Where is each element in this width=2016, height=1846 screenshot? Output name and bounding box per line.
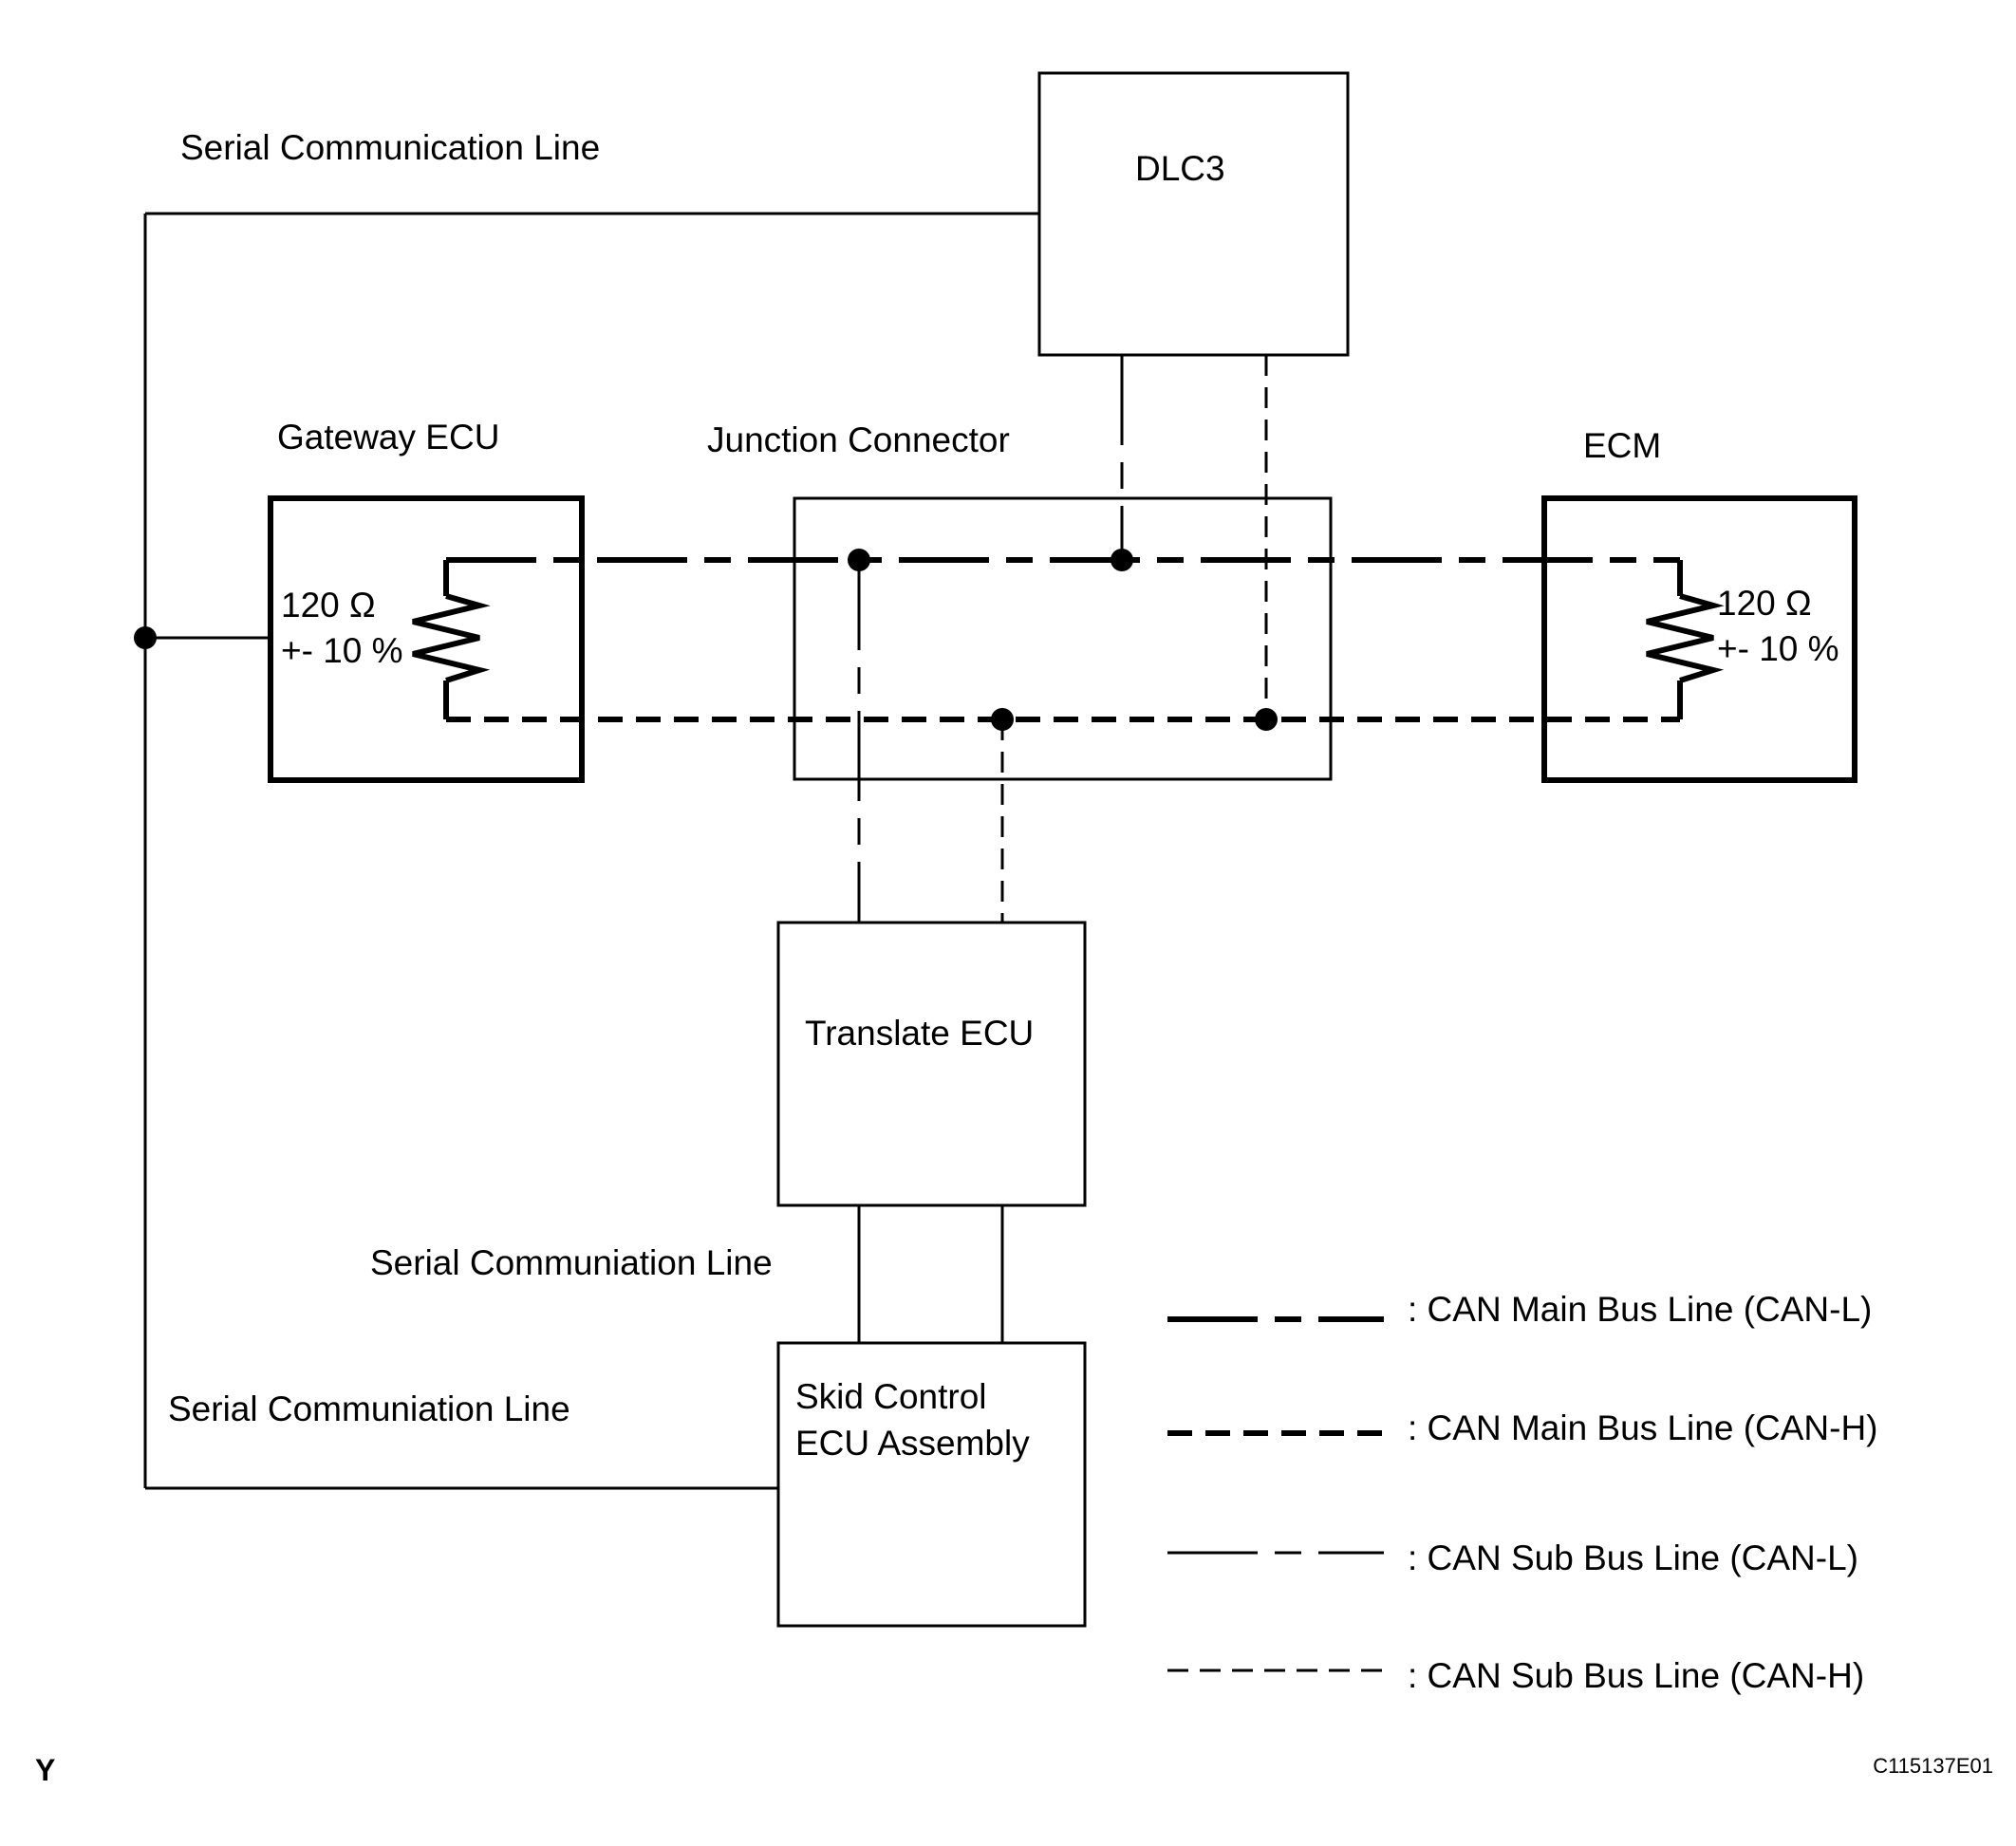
- ecm-resistor-symbol: [1646, 593, 1725, 683]
- junction-connector-label: Junction Connector: [707, 420, 1010, 459]
- serial-line-label-bottom: Serial Communiation Line: [168, 1389, 570, 1428]
- ecm-box: [1541, 495, 1857, 783]
- legend-label-sub-l: : CAN Sub Bus Line (CAN-L): [1408, 1538, 1858, 1577]
- junction-connector-box: [793, 496, 1333, 781]
- serial-communication-wiring: [143, 212, 1039, 1490]
- can-sub-bus-h: [1000, 355, 1268, 923]
- dlc3-label: DLC3: [1135, 149, 1225, 188]
- legend-item-main-l: : CAN Main Bus Line (CAN-L): [1167, 1290, 1872, 1329]
- serial-line-label-middle: Serial Communiation Line: [370, 1243, 773, 1282]
- serial-line-label-top: Serial Communication Line: [180, 128, 600, 167]
- translate-ecu-label: Translate ECU: [805, 1014, 1034, 1053]
- legend-label-main-l: : CAN Main Bus Line (CAN-L): [1408, 1290, 1872, 1329]
- skid-control-label-line2: ECU Assembly: [795, 1424, 1030, 1463]
- gateway-resistor-tolerance: +- 10 %: [281, 631, 403, 670]
- bus-junction-dots: [848, 549, 1278, 731]
- gateway-ecu-box: [268, 495, 585, 783]
- corner-mark-left: Y: [35, 1753, 55, 1787]
- can-sub-bus-l: [857, 355, 1124, 923]
- legend-item-main-h: : CAN Main Bus Line (CAN-H): [1167, 1408, 1878, 1447]
- legend: : CAN Main Bus Line (CAN-L) : CAN Main B…: [1167, 1290, 1878, 1695]
- ecm-resistor-value: 120 Ω: [1717, 584, 1812, 623]
- dlc3-box: [1037, 71, 1350, 357]
- gateway-resistor-value: 120 Ω: [281, 586, 376, 625]
- legend-label-sub-h: : CAN Sub Bus Line (CAN-H): [1408, 1656, 1864, 1695]
- skid-control-ecu-box: [776, 1341, 1087, 1628]
- resistor-leads: [443, 560, 1683, 719]
- gateway-ecu-label: Gateway ECU: [277, 418, 499, 457]
- serial-junction-dot: [134, 626, 157, 649]
- skid-control-label-line1: Skid Control: [795, 1377, 987, 1416]
- legend-item-sub-l: : CAN Sub Bus Line (CAN-L): [1167, 1538, 1858, 1577]
- figure-id: C115137E01: [1873, 1754, 1993, 1778]
- legend-label-main-h: : CAN Main Bus Line (CAN-H): [1408, 1408, 1878, 1447]
- ecm-label: ECM: [1583, 426, 1661, 465]
- ecm-resistor-tolerance: +- 10 %: [1717, 629, 1839, 668]
- translate-ecu-box: [776, 921, 1087, 1207]
- gateway-resistor-symbol: [412, 593, 491, 683]
- legend-item-sub-h: : CAN Sub Bus Line (CAN-H): [1167, 1656, 1864, 1695]
